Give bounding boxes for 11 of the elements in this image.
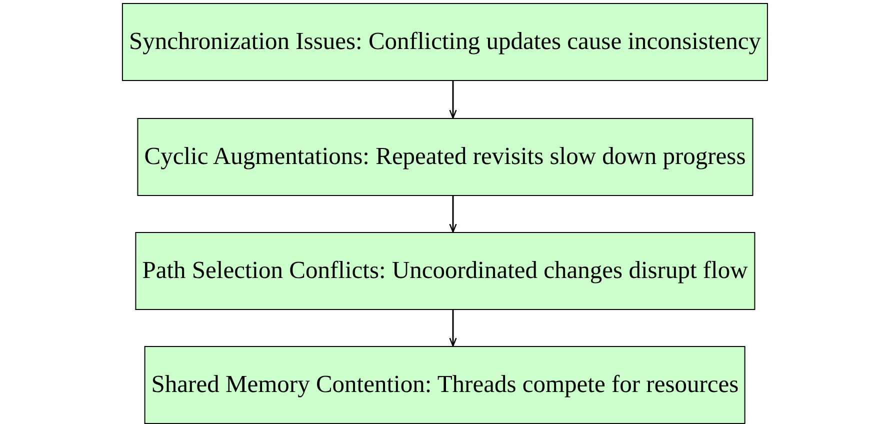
arrow	[449, 196, 457, 233]
box-label: Synchronization Issues: Conflicting updates cause inconsistency	[128, 28, 762, 56]
box-label: Shared Memory Contention: Threads compete for resources	[151, 371, 739, 399]
process-box	[137, 118, 753, 196]
arrow	[449, 81, 457, 119]
process-box	[135, 232, 755, 310]
process-box	[144, 346, 746, 424]
process-box	[122, 3, 768, 81]
box-label: Path Selection Conflicts: Uncoordinated changes disrupt flow	[142, 257, 748, 285]
arrow	[449, 310, 457, 347]
box-label: Cyclic Augmentations: Repeated revisits slow down progress	[144, 143, 746, 171]
